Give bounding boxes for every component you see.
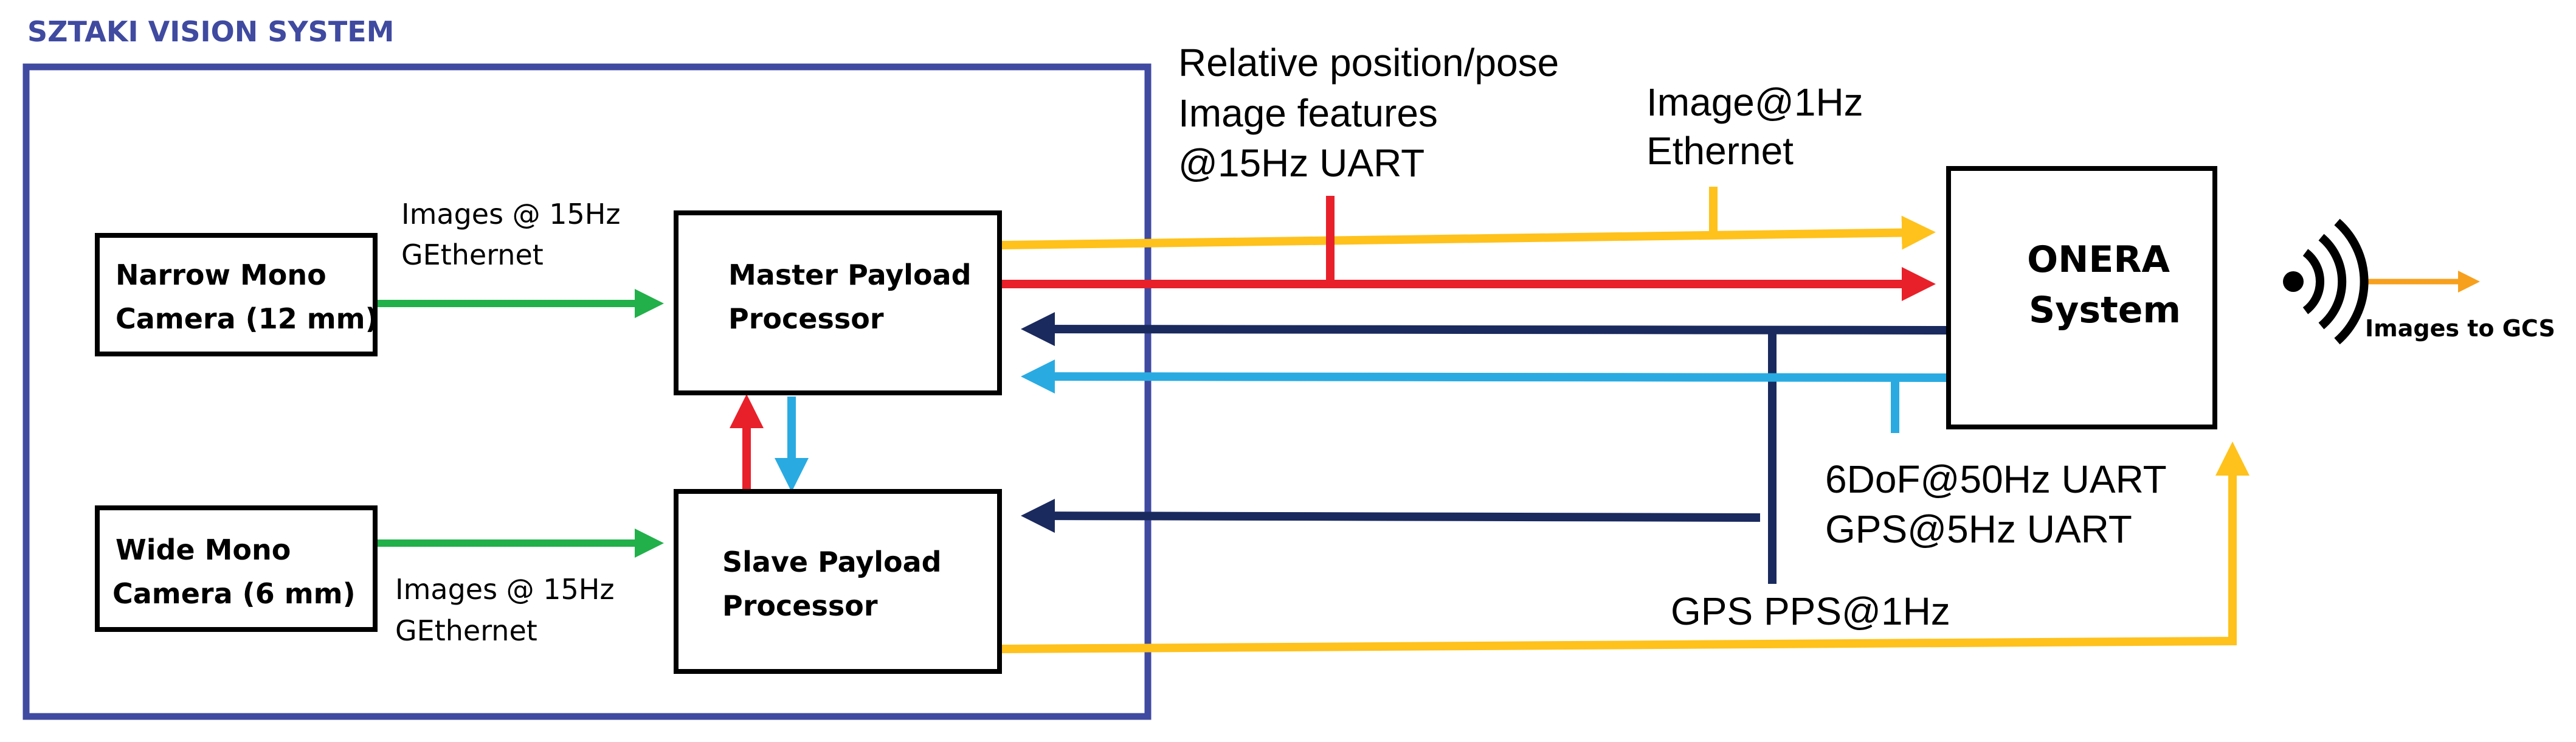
- slave-to-onera-image-arrow: [1001, 442, 2250, 653]
- slave-processor-line1: Slave Payload: [722, 546, 942, 578]
- onera-system-block: ONERA System: [1946, 166, 2217, 429]
- svg-text:Master Payload Processor: Master Payload Processor: [728, 258, 981, 335]
- svg-text:ONERA System: ONERA System: [2027, 238, 2183, 331]
- sztaki-system-frame: [22, 63, 1152, 720]
- image-link-label-2: Ethernet: [1646, 129, 1794, 173]
- svg-text:Image@1Hz Ethernet: Image@1Hz Ethernet: [1646, 80, 1874, 173]
- wide-camera-block: Wide Mono Camera (6 mm): [95, 505, 378, 632]
- svg-text:6DoF@50Hz UART GPS@5Hz UAR: 6DoF@50Hz UART GPS@5Hz UART: [1825, 457, 2177, 551]
- onera-to-master-arrow: [1021, 312, 1949, 347]
- wide-link-label-2: GEthernet: [395, 614, 537, 647]
- onera-line1: ONERA: [2027, 238, 2170, 281]
- svg-text:Images @ 15Hz GEthernet: Images @ 15Hz GEthernet: [395, 573, 623, 647]
- master-to-onera-image-arrow: [1001, 215, 1936, 250]
- svg-text:Narrow Mono Camera (12 m: Narrow Mono Camera (12 mm): [116, 258, 378, 335]
- master-processor-line1: Master Payload: [728, 258, 972, 291]
- svg-text:Slave Payload Processor: Slave Payload Processor: [722, 546, 951, 622]
- connectors: [375, 187, 2480, 653]
- svg-text:Relative position/pose Ima: Relative position/pose Image features @1…: [1178, 41, 1570, 185]
- narrow-link-label-2: GEthernet: [401, 238, 544, 271]
- pose-link-label-1: Relative position/pose: [1178, 41, 1559, 85]
- wide-camera-line2: Camera (6 mm): [112, 577, 356, 610]
- system-title: SZTAKI VISION SYSTEM: [27, 15, 394, 48]
- pose-link-label-2: Image features: [1178, 91, 1438, 135]
- gcs-link-label: Images to GCS: [2365, 315, 2555, 342]
- slave-processor-line2: Processor: [722, 589, 878, 622]
- narrow-link-label-1: Images @ 15Hz: [401, 198, 621, 231]
- gps-pps-to-slave-arrow: [1021, 499, 1761, 533]
- slave-processor-block: Slave Payload Processor: [674, 489, 1002, 674]
- wide-link-label-1: Images @ 15Hz: [395, 573, 615, 606]
- master-processor-block: Master Payload Processor: [674, 210, 1002, 395]
- narrow-camera-block: Narrow Mono Camera (12 mm): [95, 233, 378, 356]
- sensor-link-label-1: 6DoF@50Hz UART: [1825, 457, 2166, 501]
- pose-link-label-3: @15Hz UART: [1178, 141, 1424, 185]
- svg-text:Images @ 15Hz GEthernet: Images @ 15Hz GEthernet: [401, 198, 629, 271]
- svg-text:Wide Mono Camera (6 mm): Wide Mono Camera (6 mm): [112, 533, 356, 610]
- image-link-label-1: Image@1Hz: [1646, 80, 1863, 124]
- onera-to-master-sensor-arrow: [1021, 359, 1949, 394]
- wide-camera-line1: Wide Mono: [116, 533, 291, 566]
- master-processor-line2: Processor: [728, 302, 884, 335]
- narrow-camera-line1: Narrow Mono: [116, 258, 326, 291]
- sensor-link-label-2: GPS@5Hz UART: [1825, 507, 2132, 551]
- wireless-signal-icon: [2283, 218, 2369, 345]
- narrow-camera-line2: Camera (12 mm): [116, 302, 378, 335]
- pps-link-label: GPS PPS@1Hz: [1671, 589, 1950, 633]
- onera-line2: System: [2029, 289, 2181, 331]
